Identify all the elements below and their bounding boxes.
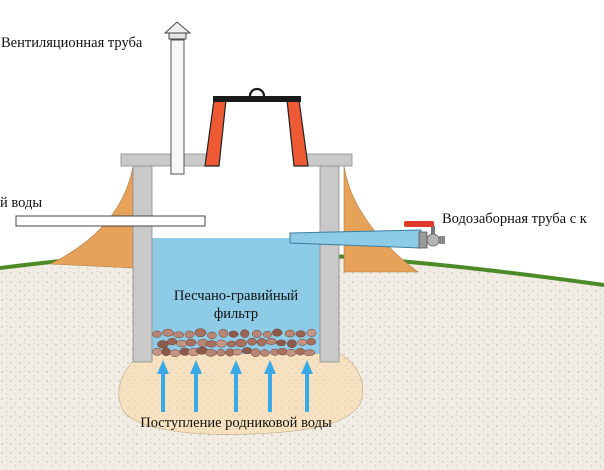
gravel-pebble xyxy=(250,348,261,357)
gravel-pebble xyxy=(303,349,316,356)
cover-slab-right xyxy=(303,153,353,167)
arrow-up-icon xyxy=(230,360,242,412)
gravel-pebble xyxy=(184,330,195,339)
gravel-pebble xyxy=(241,347,253,355)
filter-label-line1: Песчано-гравийный xyxy=(174,288,298,304)
gravel-pebble xyxy=(260,349,270,357)
well-wall-left xyxy=(132,165,153,363)
cover-slab-left xyxy=(120,153,208,167)
gravel-pebble xyxy=(162,328,174,337)
gravel-pebble xyxy=(276,339,287,347)
arrow-up-icon xyxy=(264,360,276,412)
overflow-pipe-label: й воды xyxy=(0,195,42,211)
gravel-pebble xyxy=(284,329,296,338)
gravel-pebble xyxy=(215,339,227,348)
gravel-pebble xyxy=(205,348,217,357)
spring-inflow-label: Поступление родниковой воды xyxy=(140,415,332,431)
gravel-pebble xyxy=(247,337,257,346)
hatch-side-right xyxy=(286,99,309,167)
overflow-pipe xyxy=(15,215,206,227)
clay-mound-right xyxy=(343,165,419,273)
gravel-pebble xyxy=(295,330,306,338)
gravel-pebble xyxy=(205,340,218,348)
gravel-pebble xyxy=(176,340,188,348)
gravel-pebble xyxy=(286,339,297,348)
gravel-pebble xyxy=(295,348,306,356)
gravel-pebble xyxy=(152,330,162,338)
gravel-pebble xyxy=(235,338,247,348)
hatch-lid xyxy=(213,96,301,102)
inflow-arrows xyxy=(157,360,313,412)
gravel-pebble xyxy=(167,337,178,346)
gravel-pebble xyxy=(285,348,297,357)
well-wall-right xyxy=(319,165,340,363)
ventilation-pipe-label: Вентиляционная труба xyxy=(1,35,143,51)
gravel-pebble xyxy=(161,347,171,357)
gravel-pebble xyxy=(272,328,283,337)
ventilation-cap-base xyxy=(168,32,187,40)
intake-pipe-label: Водозаборная труба с к xyxy=(442,211,588,227)
arrow-up-icon xyxy=(301,360,313,412)
gravel-pebble xyxy=(277,348,288,356)
gravel-pebble xyxy=(216,349,226,357)
ventilation-cap xyxy=(163,21,192,34)
gravel-pebble xyxy=(306,338,316,346)
gravel-pebble xyxy=(262,331,273,338)
gravel-pebble xyxy=(169,349,181,357)
gravel-pebble xyxy=(218,328,229,338)
gravel-pebble xyxy=(240,329,250,338)
gravel-pebble xyxy=(251,329,262,338)
gravel-pebble xyxy=(194,328,207,338)
ventilation-pipe xyxy=(170,39,185,175)
gravel-pebble xyxy=(232,348,243,356)
gravel-pebble xyxy=(207,331,217,340)
gravel-pebble xyxy=(173,331,185,339)
filter-label-line2: фильтр xyxy=(214,306,258,322)
hatch-handle xyxy=(248,87,266,97)
gravel-pebble xyxy=(157,340,169,349)
arrow-up-icon xyxy=(190,360,202,412)
clay-mound-left xyxy=(49,165,134,269)
gravel-pebble xyxy=(226,340,237,348)
arrow-up-icon xyxy=(157,360,169,412)
gravel-filter xyxy=(152,328,317,357)
gravel-pebble xyxy=(185,338,197,347)
hatch-side-left xyxy=(204,99,227,167)
tap-valve-icon xyxy=(404,221,445,249)
gravel-pebble xyxy=(306,328,317,337)
gravel-pebble xyxy=(152,347,163,356)
gravel-pebble xyxy=(228,330,239,338)
gravel-pebble xyxy=(297,338,308,346)
gravel-pebble xyxy=(256,338,267,347)
gravel-pebble xyxy=(265,338,277,345)
